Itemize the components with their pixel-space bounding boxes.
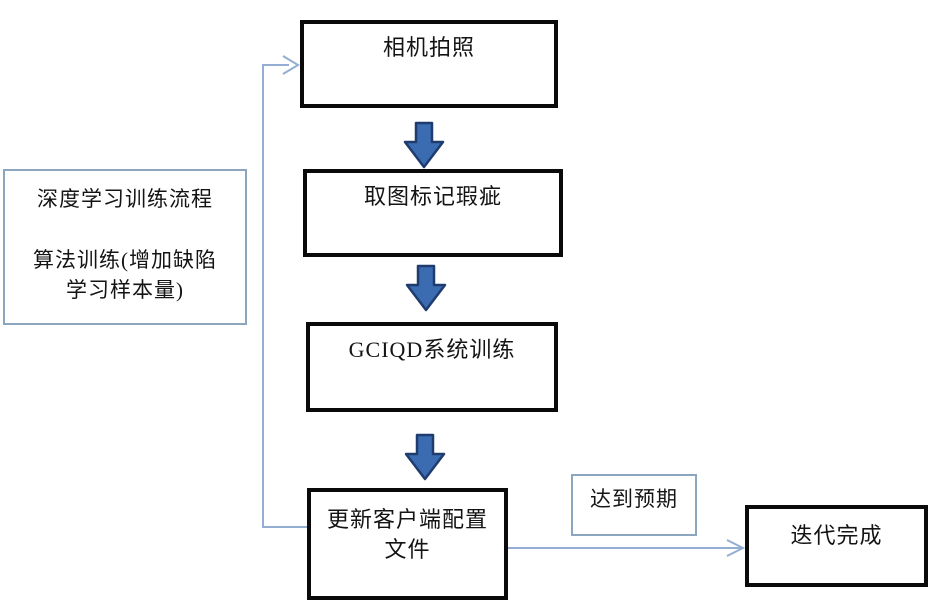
node-camera-photo: 相机拍照 <box>300 20 558 108</box>
down-block-arrow-icon <box>404 433 446 481</box>
done-arrowhead-icon <box>726 539 746 557</box>
node-mark-defects-label: 取图标记瑕疵 <box>363 184 502 209</box>
feedback-arrowhead-icon <box>282 55 300 75</box>
down-block-arrow-icon <box>403 121 445 169</box>
side-note-box: 深度学习训练流程 算法训练(增加缺陷 学习样本量) <box>3 169 247 325</box>
node-system-training-label: GCIQD系统训练 <box>348 337 516 362</box>
node-iteration-done: 迭代完成 <box>745 505 928 587</box>
node-camera-photo-label: 相机拍照 <box>382 35 475 60</box>
node-system-training: GCIQD系统训练 <box>306 322 558 412</box>
node-update-config-label-line-1: 更新客户端配置 <box>326 507 488 532</box>
node-iteration-done-label: 迭代完成 <box>790 523 883 548</box>
node-mark-defects: 取图标记瑕疵 <box>303 169 563 257</box>
down-block-arrow-icon <box>405 264 447 312</box>
node-update-config-label-line-2: 文件 <box>384 537 431 562</box>
edge-label-expectation-met-text: 达到预期 <box>590 487 678 511</box>
side-note-line-3: 学习样本量) <box>66 278 184 302</box>
side-note-line-2: 算法训练(增加缺陷 <box>33 248 217 272</box>
feedback-connector-line <box>262 64 307 528</box>
edge-label-expectation-met: 达到预期 <box>571 474 697 536</box>
side-note-line-1: 深度学习训练流程 <box>37 187 213 211</box>
node-update-config: 更新客户端配置 文件 <box>307 488 508 600</box>
